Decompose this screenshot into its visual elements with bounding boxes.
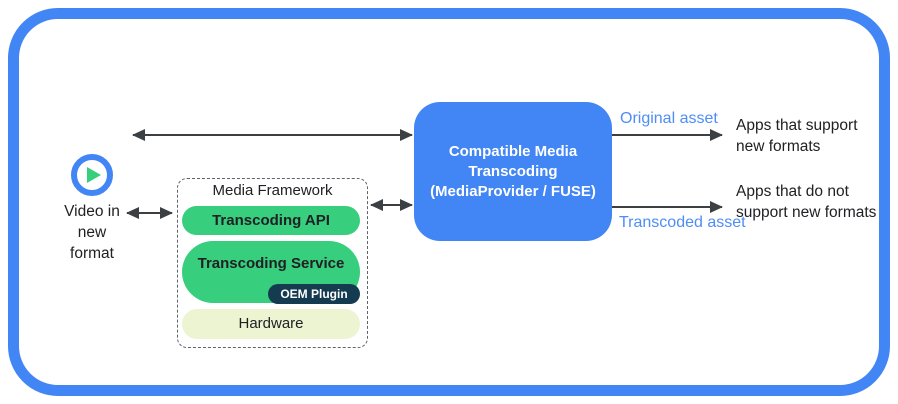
arrow-line xyxy=(127,212,172,214)
hardware-pill: Hardware xyxy=(182,309,360,339)
oem-plugin-label: OEM Plugin xyxy=(280,287,348,301)
arrowhead-left-icon xyxy=(126,207,139,219)
original-asset-label: Original asset xyxy=(620,110,718,127)
original-asset-arrow xyxy=(612,129,723,141)
arrowhead-left-icon xyxy=(370,199,383,211)
media-framework-title: Media Framework xyxy=(212,182,333,199)
arrow-line xyxy=(133,134,412,136)
arrow-line xyxy=(612,206,722,208)
play-icon xyxy=(71,154,113,196)
hardware-label: Hardware xyxy=(238,315,304,332)
arrowhead-right-icon xyxy=(400,199,413,211)
framework-transcoder-double-arrow xyxy=(370,199,413,211)
compatible-media-transcoding-label: Compatible Media Transcoding (MediaProvi… xyxy=(430,142,596,200)
arrow-line xyxy=(612,134,722,136)
arrowhead-right-icon xyxy=(710,201,723,213)
arrowhead-left-icon xyxy=(132,129,145,141)
arrowhead-right-icon xyxy=(710,129,723,141)
transcoded-asset-label: Transcoded asset xyxy=(619,214,746,231)
transcoding-api-label: Transcoding API xyxy=(212,212,330,229)
arrowhead-right-icon xyxy=(400,129,413,141)
video-source-label: Video in new format xyxy=(64,203,120,262)
arrow-line xyxy=(371,204,412,206)
transcoding-api-pill: Transcoding API xyxy=(182,206,360,235)
source-transcoder-double-arrow xyxy=(132,129,413,141)
transcoding-service-label: Transcoding Service xyxy=(197,255,345,272)
apps-not-support-new-formats-label: Apps that do not support new formats xyxy=(736,183,877,221)
apps-support-new-formats-label: Apps that support new formats xyxy=(736,117,858,155)
transcoded-asset-arrow xyxy=(612,201,723,213)
oem-plugin-pill: OEM Plugin xyxy=(268,284,360,304)
video-framework-double-arrow xyxy=(126,207,173,219)
play-triangle-icon xyxy=(87,167,101,183)
arrowhead-right-icon xyxy=(160,207,173,219)
compatible-media-transcoding-box: Compatible Media Transcoding (MediaProvi… xyxy=(414,102,612,241)
